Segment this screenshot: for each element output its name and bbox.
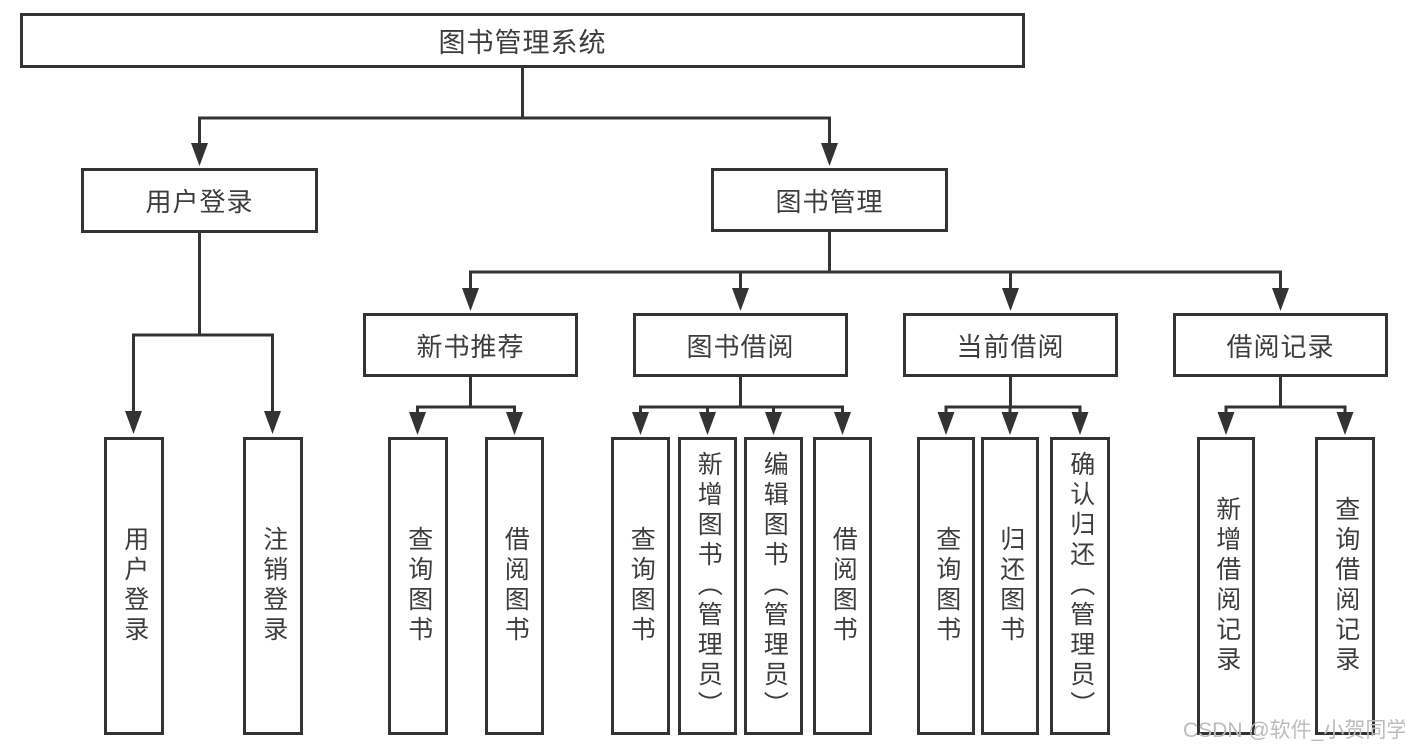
leaf-label: 借阅图书 — [501, 526, 530, 646]
node-leaf-borrow-books-recommend: 借阅图书 — [485, 437, 544, 735]
leaf-label: 编辑图书（管理员） — [760, 451, 789, 721]
node-current-borrowing: 当前借阅 — [903, 313, 1118, 377]
node-leaf-query-books-current: 查询图书 — [917, 437, 975, 735]
node-leaf-logout: 注销登录 — [243, 437, 303, 735]
arrowheads — [125, 143, 1354, 435]
node-borrowing-records: 借阅记录 — [1173, 313, 1388, 377]
leaf-label: 查询图书 — [627, 526, 656, 646]
leaf-label: 借阅图书 — [829, 526, 858, 646]
leaf-label: 归还图书 — [996, 526, 1025, 646]
leaf-label: 用户登录 — [120, 526, 149, 646]
node-book-management: 图书管理 — [711, 168, 948, 232]
node-leaf-user-login: 用户登录 — [104, 437, 164, 735]
node-leaf-query-borrow-record: 查询借阅记录 — [1315, 437, 1375, 735]
leaf-label: 查询图书 — [404, 526, 433, 646]
leaf-label: 新增借阅记录 — [1212, 496, 1241, 676]
node-leaf-add-books-admin: 新增图书（管理员） — [678, 437, 737, 735]
leaf-label: 确认归还（管理员） — [1066, 451, 1095, 721]
leaf-label: 新增图书（管理员） — [694, 451, 723, 721]
node-user-login: 用户登录 — [81, 168, 318, 233]
leaf-label: 查询图书 — [932, 526, 961, 646]
csdn-watermark: CSDN @软件_小贺同学 — [1183, 719, 1405, 742]
node-library-management-system: 图书管理系统 — [20, 13, 1025, 68]
node-leaf-borrow-books-borrowing: 借阅图书 — [813, 437, 872, 735]
node-leaf-edit-books-admin: 编辑图书（管理员） — [744, 437, 803, 735]
node-leaf-add-borrow-record: 新增借阅记录 — [1197, 437, 1255, 735]
node-leaf-confirm-return-admin: 确认归还（管理员） — [1050, 437, 1110, 735]
node-book-borrowing: 图书借阅 — [633, 313, 848, 377]
leaf-label: 注销登录 — [259, 526, 288, 646]
node-new-book-recommend: 新书推荐 — [363, 313, 578, 377]
node-leaf-query-books-recommend: 查询图书 — [388, 437, 448, 735]
node-leaf-query-books-borrowing: 查询图书 — [611, 437, 670, 735]
leaf-label: 查询借阅记录 — [1331, 496, 1360, 676]
node-leaf-return-books: 归还图书 — [981, 437, 1039, 735]
